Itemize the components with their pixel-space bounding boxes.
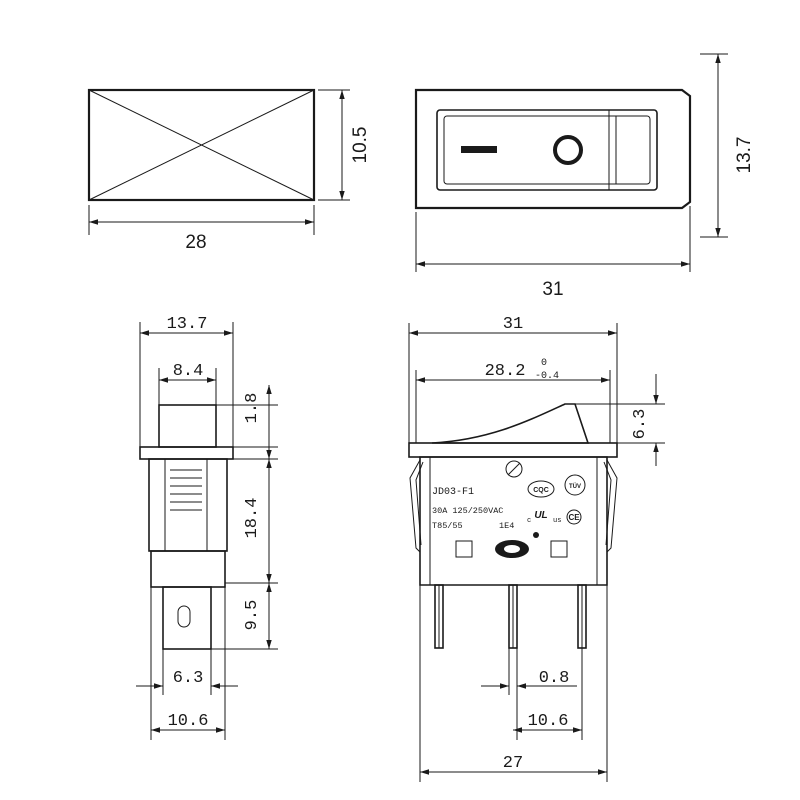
- side-rocker-width-label: 8.4: [173, 362, 204, 381]
- cutout-width-label: 28: [185, 232, 206, 253]
- cutout-rectangle: [87, 88, 316, 202]
- rating-text: 30A 125/250VAC: [432, 506, 503, 516]
- left-window: [455, 540, 473, 558]
- switch-side-view: 13.7 8.4 1.8 18.4 9.5 6.3 10.6: [136, 315, 278, 740]
- switch-width-label: 31: [542, 279, 563, 300]
- side-terminal: [162, 586, 212, 650]
- model-text: JD03-F1: [432, 487, 474, 498]
- panel-cutout-view: 28 10.5: [87, 88, 371, 253]
- bezel-outline: [414, 88, 692, 210]
- code-text: 1E4: [499, 521, 514, 531]
- front-pin-pitch-label: 10.6: [528, 712, 569, 731]
- side-10-6-label: 10.6: [168, 712, 209, 731]
- ce-mark: CE: [568, 513, 580, 522]
- right-window: [550, 540, 568, 558]
- temp-text: T85/55: [432, 521, 463, 531]
- ul-us-text: us: [553, 517, 561, 525]
- side-body-upper: [148, 458, 228, 552]
- side-body-lower: [150, 550, 226, 588]
- on-indicator-circle: [553, 135, 583, 165]
- side-1-8-label: 1.8: [243, 393, 262, 424]
- switch-front-view: JD03-F1 30A 125/250VAC T85/55 1E4 CQC TÜ…: [408, 315, 665, 782]
- front-flange: [408, 442, 618, 458]
- off-indicator-bar: [461, 146, 497, 153]
- front-pin-width-label: 0.8: [539, 669, 570, 688]
- ce-mark-ring: [566, 509, 582, 525]
- cutout-height-label: 10.5: [350, 127, 371, 164]
- front-overall-width-label: 31: [503, 315, 523, 334]
- rocker-outline: [436, 109, 658, 191]
- front-bezel-width-label: 28.2: [485, 362, 526, 381]
- side-6-3-label: 6.3: [173, 669, 204, 688]
- side-rocker: [158, 404, 217, 448]
- tolerance-lower: -0.4: [535, 371, 559, 382]
- front-rocker-height-label: 6.3: [631, 409, 650, 440]
- cutout-diagonal: [88, 89, 315, 201]
- svg-text:TÜV: TÜV: [569, 483, 581, 490]
- tuv-mark: [564, 474, 586, 496]
- front-body-width-label: 27: [503, 754, 523, 773]
- ul-c-text: c: [527, 517, 531, 525]
- switch-top-view: 31 13.7: [414, 53, 755, 300]
- side-18-4-label: 18.4: [243, 498, 262, 539]
- svg-text:CQC: CQC: [533, 487, 549, 494]
- cqc-mark: [527, 480, 555, 498]
- terminal-slot: [177, 605, 191, 628]
- front-rocker-cap: [431, 403, 590, 444]
- rivet-circle: [505, 460, 523, 478]
- side-flange: [139, 446, 234, 460]
- side-overall-width-label: 13.7: [167, 315, 208, 334]
- ul-mark: UL: [534, 510, 547, 521]
- side-9-5-label: 9.5: [243, 600, 262, 631]
- switch-height-label: 13.7: [734, 137, 755, 174]
- tolerance-upper: 0: [541, 358, 547, 369]
